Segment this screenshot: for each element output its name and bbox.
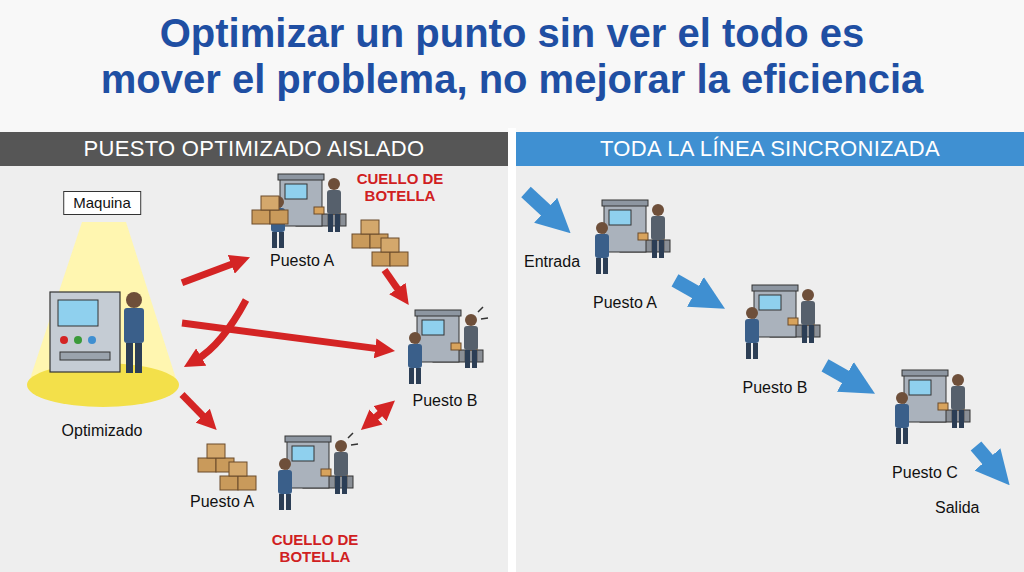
work-station: Puesto C — [875, 362, 975, 482]
title-ground — [0, 0, 1024, 128]
machine-station: MaquinaOptimizado — [22, 185, 182, 440]
box-pile — [372, 238, 408, 266]
divider — [508, 128, 516, 572]
chaos-arrow — [385, 270, 401, 294]
node-text: PUESTO OPTIMIZADO AISLADO — [0, 132, 508, 166]
chaos-arrow — [182, 395, 207, 421]
machine-button — [74, 336, 82, 344]
node-text: CUELLO DE BOTELLA — [260, 531, 370, 565]
worker-leg — [135, 343, 142, 373]
panel-ground — [516, 132, 1024, 572]
node-text: Maquina — [63, 191, 141, 215]
chaos-arrow — [182, 262, 237, 283]
spotlight-beam — [28, 222, 178, 385]
node-text: TODA LA LÍNEA SINCRONIZADA — [516, 132, 1024, 166]
machine-screen — [58, 300, 98, 326]
work-station: Puesto B — [725, 277, 825, 397]
node-text: CUELLO DE BOTELLA — [350, 170, 450, 204]
output-arrow — [976, 446, 994, 467]
station-icon — [895, 370, 970, 444]
worker-body — [124, 308, 144, 343]
flow-arrow — [675, 280, 704, 297]
flow-arrow — [825, 365, 854, 382]
work-station: Puesto B — [395, 305, 495, 410]
input-arrow — [526, 192, 553, 217]
station-icon — [408, 310, 483, 384]
work-station: Puesto A — [575, 192, 675, 312]
worker-leg — [126, 343, 133, 373]
chaos-arrow — [182, 323, 381, 349]
machine-button — [88, 336, 96, 344]
panel-ground — [0, 132, 508, 572]
node-text: Puesto B — [395, 391, 495, 410]
work-station: CUELLO DE BOTELLA Puesto A — [250, 170, 450, 270]
node-text: Puesto C — [875, 463, 975, 482]
node-text: Puesto A — [190, 492, 254, 511]
node-text: Puesto A — [270, 251, 334, 270]
station-icon — [278, 436, 353, 510]
machine-panel — [60, 352, 110, 360]
node-text: Puesto B — [725, 378, 825, 397]
stress-mark — [478, 307, 488, 319]
machine-console — [50, 292, 120, 372]
machine-button — [60, 336, 68, 344]
station-icon — [595, 200, 670, 274]
work-station: Puesto A CUELLO DE BOTELLA — [190, 430, 375, 565]
flow-label: Entrada — [524, 252, 580, 271]
node-text: Optimizado — [22, 421, 182, 440]
stress-mark — [348, 433, 358, 445]
box-pile — [220, 462, 256, 490]
panel: PUESTO OPTIMIZADO AISLADO MaquinaOptimiza… — [0, 132, 508, 572]
diagram-title: Optimizar un punto sin ver el todo es mo… — [12, 10, 1012, 102]
node-text: Puesto A — [575, 293, 675, 312]
chaos-arrow — [372, 410, 385, 421]
station-icon — [745, 285, 820, 359]
worker-head — [126, 292, 142, 308]
flow-label: Salida — [935, 498, 979, 517]
box-pile — [252, 196, 288, 224]
